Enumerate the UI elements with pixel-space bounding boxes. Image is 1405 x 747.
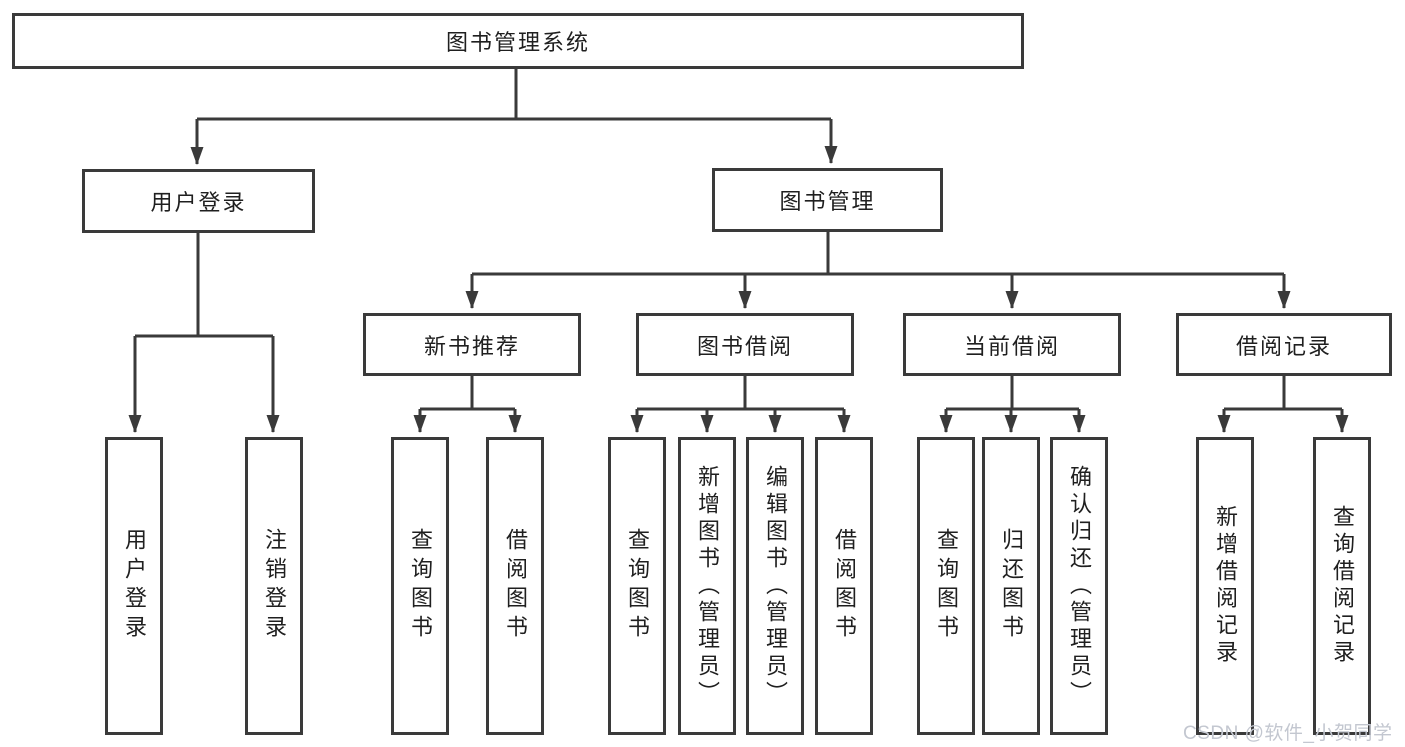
node-label: 图书管理系统	[445, 30, 590, 55]
leaf-newbooks-query-books: 查询图书	[391, 437, 449, 735]
leaf-label: 借阅图书	[503, 528, 528, 644]
node-book-management: 图书管理	[712, 168, 943, 232]
leaf-newbooks-borrow-books: 借阅图书	[486, 437, 544, 735]
leaf-label: 注销登录	[262, 528, 287, 644]
node-label: 图书管理	[779, 189, 876, 214]
leaf-label: 查询图书	[934, 528, 959, 644]
node-book-borrow: 图书借阅	[636, 313, 854, 376]
node-root-system: 图书管理系统	[12, 13, 1024, 69]
leaf-current-query-books: 查询图书	[917, 437, 975, 735]
node-label: 借阅记录	[1235, 333, 1332, 359]
leaf-current-return-books: 归还图书	[982, 437, 1040, 735]
node-label: 图书借阅	[696, 333, 793, 359]
leaf-borrow-add-books-admin: 新增图书（管理员）	[678, 437, 736, 735]
leaf-borrow-borrow-books: 借阅图书	[815, 437, 873, 735]
leaf-borrow-query-books: 查询图书	[608, 437, 666, 735]
leaf-label: 用户登录	[122, 528, 147, 644]
node-label: 当前借阅	[963, 333, 1060, 359]
leaf-borrow-edit-books-admin: 编辑图书（管理员）	[746, 437, 804, 735]
leaf-records-add-record: 新增借阅记录	[1196, 437, 1254, 735]
leaf-label: 查询图书	[625, 528, 650, 644]
leaf-label: 新增借阅记录	[1213, 505, 1238, 667]
leaf-records-query-record: 查询借阅记录	[1313, 437, 1371, 735]
leaf-label: 编辑图书（管理员）	[763, 464, 788, 708]
leaf-label: 查询借阅记录	[1330, 505, 1355, 667]
leaf-label: 归还图书	[999, 528, 1024, 644]
leaf-logout-login: 注销登录	[245, 437, 303, 735]
leaf-label: 借阅图书	[832, 528, 857, 644]
leaf-label: 确认归还（管理员）	[1067, 464, 1092, 708]
leaf-current-confirm-return-admin: 确认归还（管理员）	[1050, 437, 1108, 735]
leaf-user-login: 用户登录	[105, 437, 163, 735]
csdn-watermark: CSDN @软件_小贺同学	[1183, 723, 1393, 744]
node-current-borrow: 当前借阅	[903, 313, 1121, 376]
leaf-label: 查询图书	[408, 528, 433, 644]
leaf-label: 新增图书（管理员）	[695, 464, 720, 708]
node-label: 用户登录	[150, 190, 247, 215]
node-borrow-records: 借阅记录	[1176, 313, 1392, 376]
node-new-book-recommend: 新书推荐	[363, 313, 581, 376]
node-label: 新书推荐	[423, 333, 520, 359]
node-user-login: 用户登录	[82, 169, 315, 233]
